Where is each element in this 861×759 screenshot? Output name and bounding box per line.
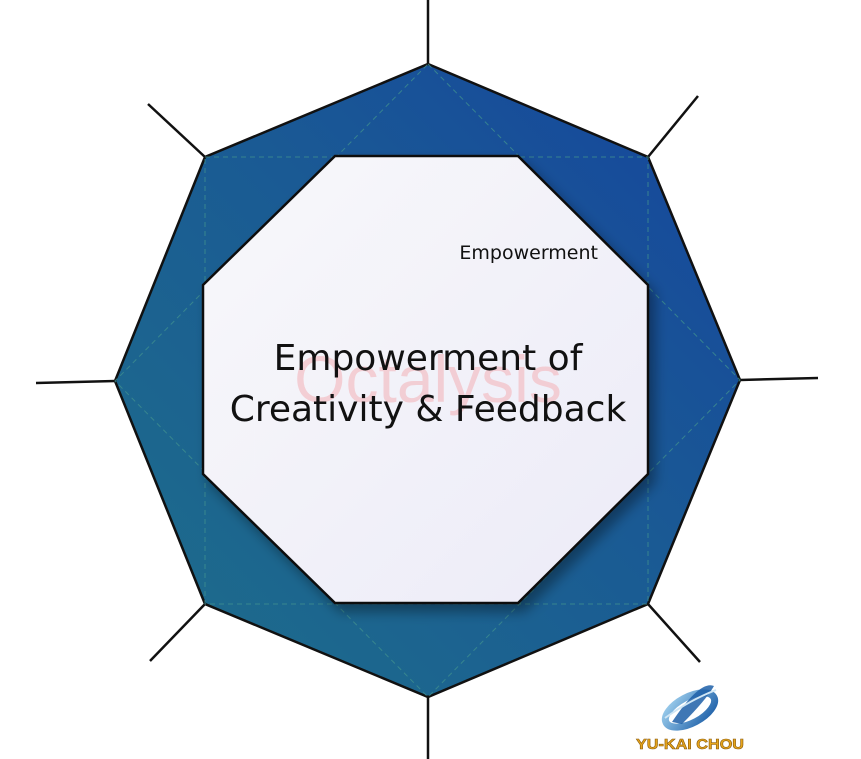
core-drive-title-line2: Creativity & Feedback (230, 389, 627, 430)
spoke-right (739, 376, 819, 382)
spoke-bottom-left (149, 603, 206, 662)
octalysis-watermark: Octalysis (294, 342, 562, 416)
core-drive-short-label: Empowerment (459, 242, 598, 264)
spoke-left (35, 379, 116, 385)
inner-octagon (201, 154, 650, 605)
spoke-bottom-right (647, 603, 701, 663)
spokes (35, 0, 819, 759)
core-drive-title-line1: Empowerment of (274, 338, 584, 379)
spoke-top-right (647, 95, 699, 158)
yukai-chou-logo: YU-KAI CHOU (636, 685, 744, 753)
spoke-top-left (147, 103, 206, 158)
logo-text: YU-KAI CHOU (636, 736, 744, 753)
logo-swoosh-icon (661, 685, 719, 731)
